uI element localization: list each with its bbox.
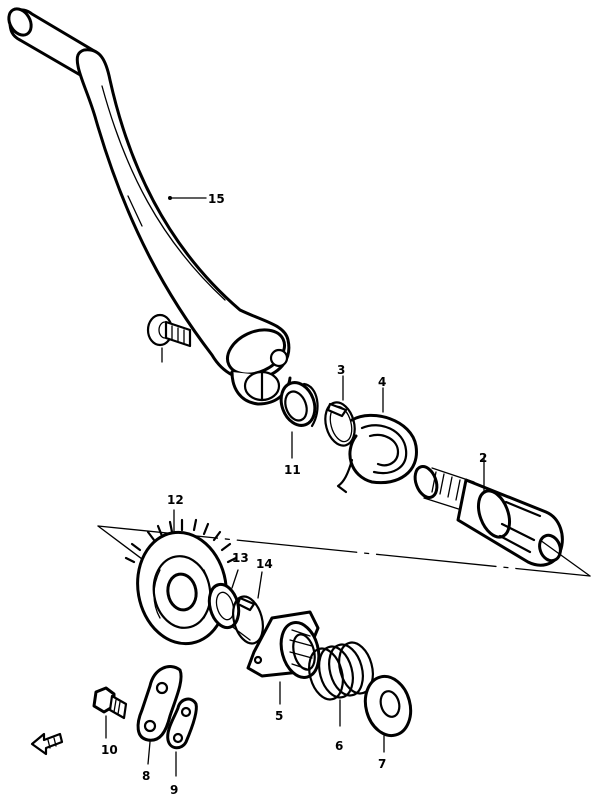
label-14: 15 [208, 192, 225, 206]
label-3: 4 [378, 375, 386, 389]
label-11: 12 [167, 493, 184, 507]
return-spring [336, 387, 418, 494]
spring-guide [246, 610, 321, 705]
bolt [92, 686, 128, 739]
label-12: 13 [232, 551, 249, 565]
lever-bolt [146, 313, 192, 363]
label-5: 6 [335, 739, 343, 753]
coil-spring [308, 641, 374, 727]
label-13: 14 [256, 557, 273, 571]
washer [363, 674, 413, 753]
front-arrow-icon [30, 732, 64, 756]
label-10: 11 [284, 463, 301, 477]
kick-starter-shaft [413, 455, 564, 567]
label-6: 7 [378, 757, 386, 771]
kick-starter-lever [7, 7, 292, 406]
drive-gear [124, 509, 238, 646]
label-7: 8 [142, 769, 150, 783]
label-2: 3 [337, 363, 345, 377]
stopper [166, 697, 198, 777]
circlip-small [232, 571, 264, 645]
label-9: 10 [101, 743, 118, 757]
label-8: 9 [170, 783, 178, 797]
label-1: 2 [479, 451, 487, 465]
oil-seal [279, 381, 319, 459]
label-4: 5 [275, 709, 283, 723]
guide-plate [136, 665, 183, 765]
